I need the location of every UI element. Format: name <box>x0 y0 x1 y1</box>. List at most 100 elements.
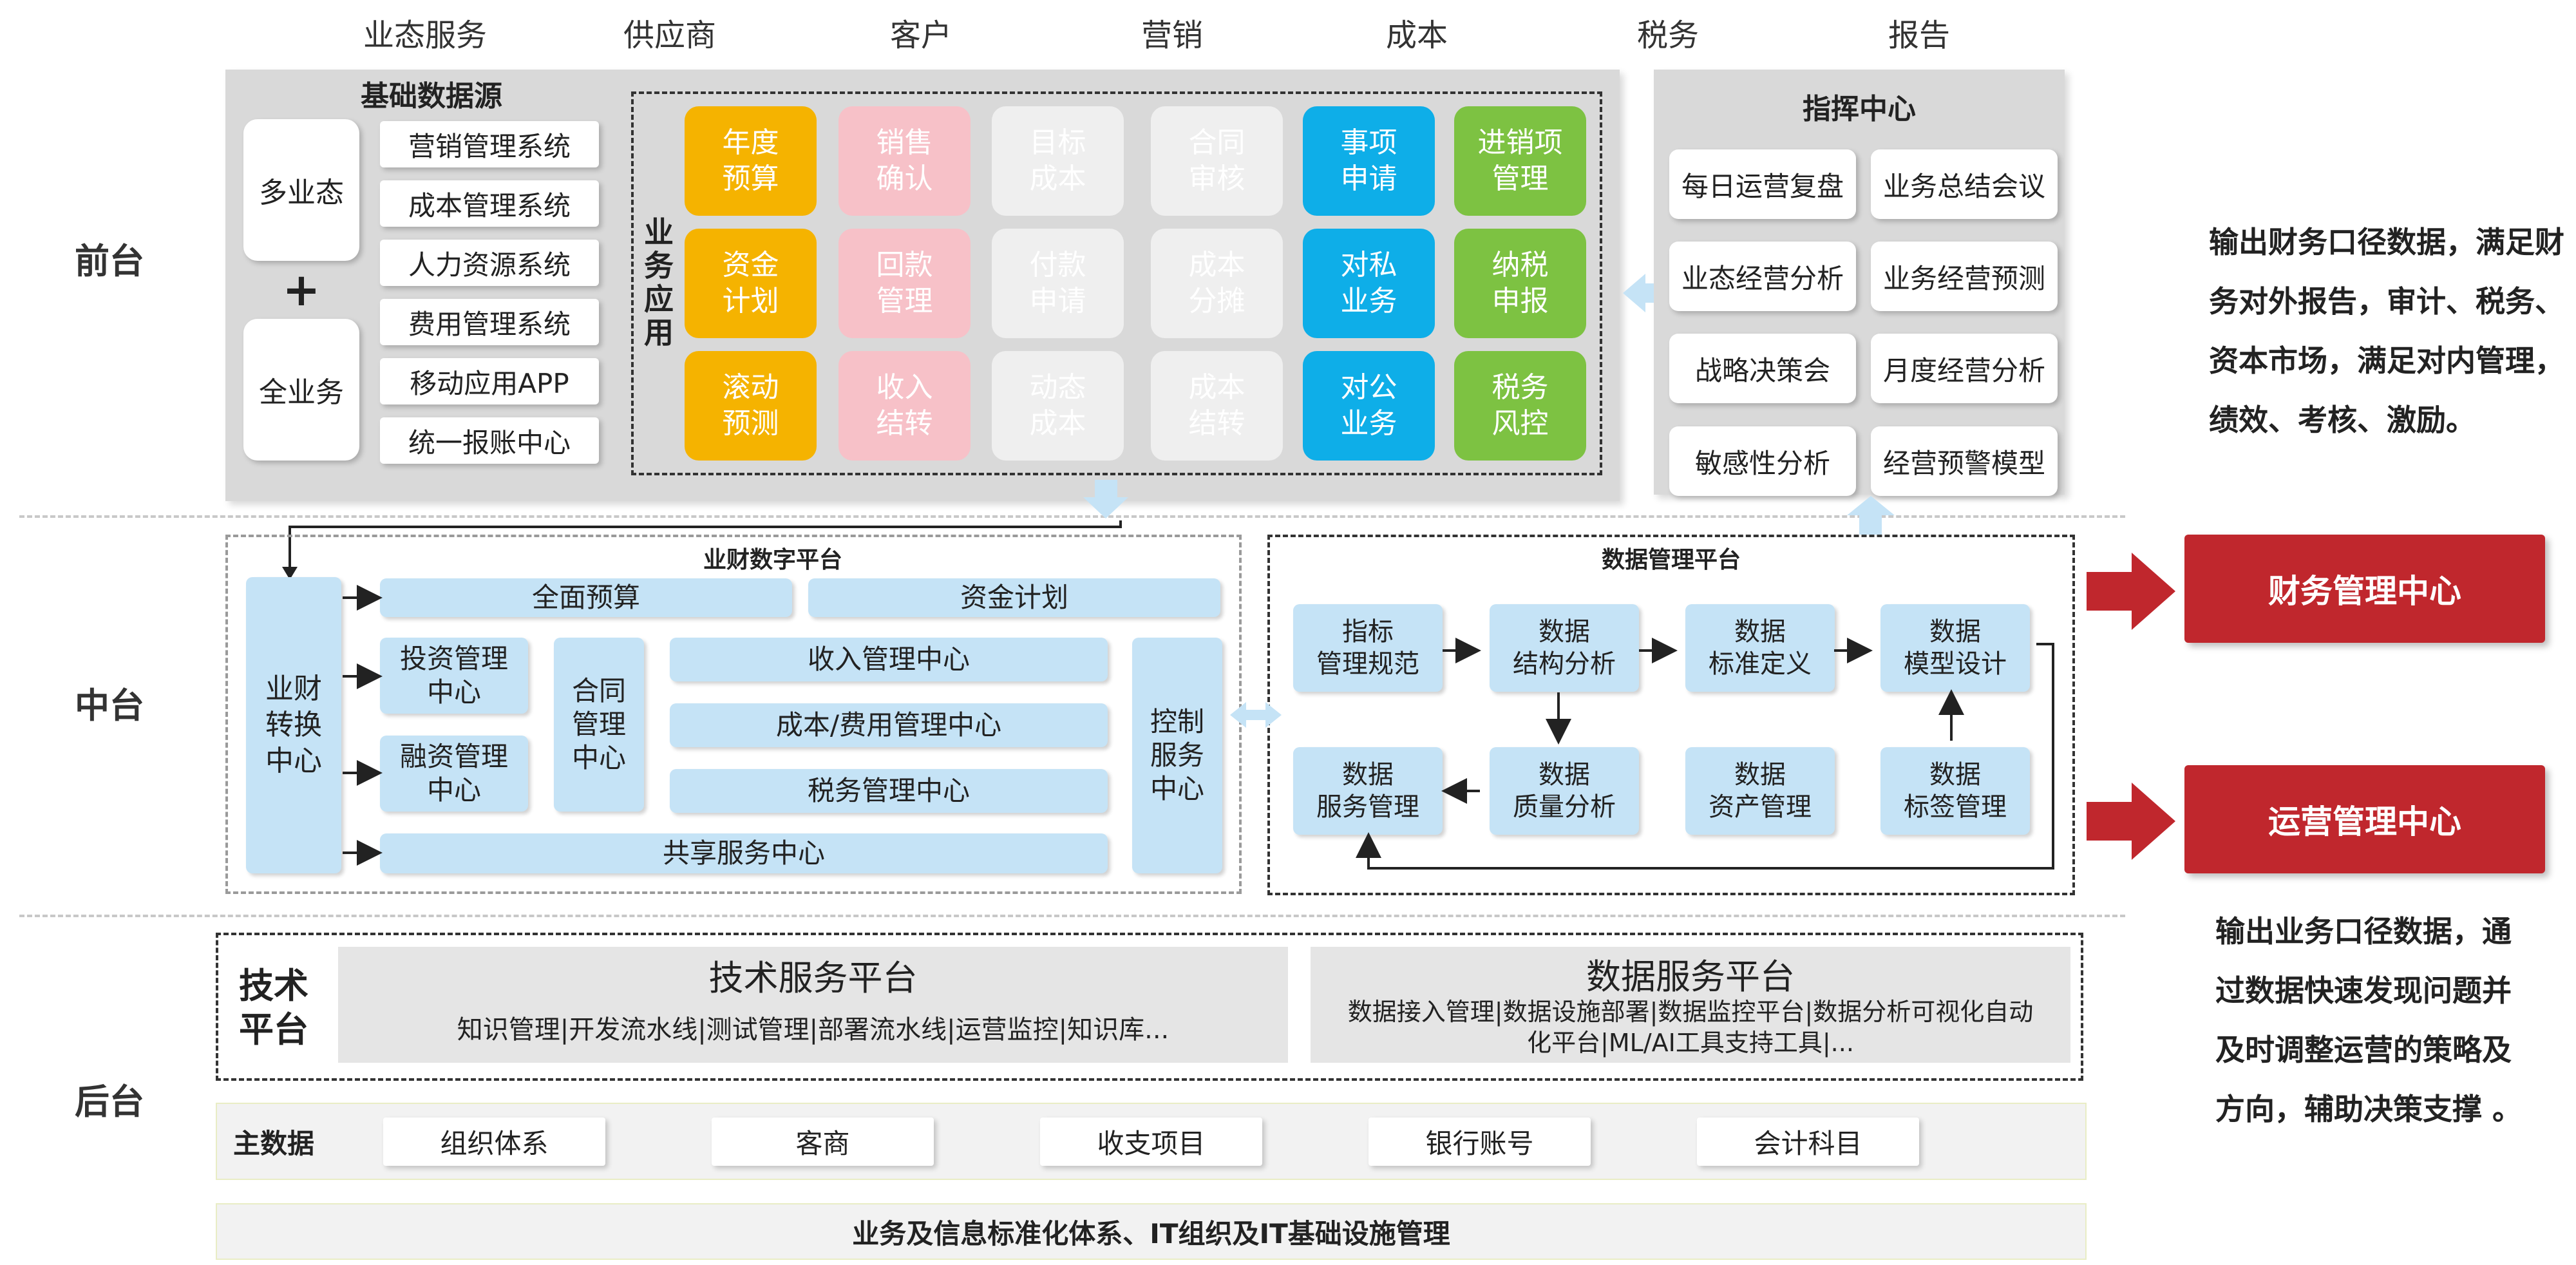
business-apps-label: 业务应用 <box>639 216 674 350</box>
data-node: 数据 标准定义 <box>1685 604 1835 692</box>
top-label-4: 成本 <box>1385 17 1448 53</box>
top-label-0: 业态服务 <box>363 17 487 53</box>
basic-data-title: 基础数据源 <box>361 80 502 113</box>
data-node: 数据 标签管理 <box>1880 747 2030 835</box>
fund-plan-box: 资金计划 <box>808 578 1220 617</box>
business-app-tile: 年度 预算 <box>685 106 817 216</box>
investment-center-box: 投资管理 中心 <box>380 638 528 714</box>
finance-digital-platform-title: 业财数字平台 <box>703 547 842 573</box>
business-app-tile: 目标 成本 <box>992 106 1124 216</box>
income-center-box: 收入管理中心 <box>670 638 1108 681</box>
business-app-tile: 税务 风控 <box>1454 351 1586 461</box>
arrow-right-icon <box>2087 553 2175 630</box>
system-item: 成本管理系统 <box>380 180 599 227</box>
arrow-head-icon <box>282 567 298 580</box>
top-label-3: 营销 <box>1141 17 1203 53</box>
system-item: 费用管理系统 <box>380 299 599 345</box>
master-item: 银行账号 <box>1368 1118 1591 1166</box>
business-app-tile: 合同 审核 <box>1151 106 1283 216</box>
business-app-tile: 动态 成本 <box>992 351 1124 461</box>
tech-service-title: 技术服务平台 <box>708 957 918 998</box>
data-node: 指标 管理规范 <box>1293 604 1443 692</box>
tax-center-box: 税务管理中心 <box>670 769 1108 813</box>
connector-line <box>289 520 1122 572</box>
arrow-right-icon <box>2087 783 2175 860</box>
business-app-tile: 进销项 管理 <box>1454 106 1586 216</box>
tech-service-desc: 知识管理|开发流水线|测试管理|部署流水线|运营监控|知识库... <box>457 1015 1170 1045</box>
finance-output-text: 输出财务口径数据，满足财务对外报告，审计、税务、资本市场，满足对内管理，绩效、考… <box>2209 225 2564 437</box>
card-all-business: 全业务 <box>243 319 359 461</box>
business-app-tile: 收入 结转 <box>838 351 971 461</box>
layer-front: 前台 <box>75 240 144 281</box>
top-label-5: 税务 <box>1636 17 1699 53</box>
business-app-tile: 销售 确认 <box>838 106 971 216</box>
master-data-label: 主数据 <box>232 1128 314 1159</box>
data-service-title: 数据服务平台 <box>1586 956 1795 997</box>
financing-center-box: 融资管理 中心 <box>380 736 528 812</box>
system-item: 人力资源系统 <box>380 240 599 286</box>
business-app-tile: 事项 申请 <box>1303 106 1435 216</box>
command-center-title: 指挥中心 <box>1803 93 1916 126</box>
data-service-desc: 数据接入管理|数据设施部署|数据监控平台|数据分析可视化自动化平台|ML/AI工… <box>1347 998 2034 1057</box>
footer-bar: 业务及信息标准化体系、IT组织及IT基础设施管理 <box>216 1203 2087 1260</box>
system-item: 营销管理系统 <box>380 121 599 167</box>
layer-middle: 中台 <box>75 685 144 726</box>
data-node: 数据 模型设计 <box>1880 604 2030 692</box>
operations-management-center: 运营管理中心 <box>2184 765 2545 873</box>
tech-service-platform <box>338 947 1288 1063</box>
command-item: 经营预警模型 <box>1871 426 2058 496</box>
business-app-tile: 滚动 预测 <box>685 351 817 461</box>
cost-center-box: 成本/费用管理中心 <box>670 703 1108 747</box>
tech-platform-label: 技术 平台 <box>239 965 308 1050</box>
plus-sign: + <box>282 263 321 316</box>
command-item: 业务经营预测 <box>1871 242 2058 311</box>
top-label-2: 客户 <box>889 17 952 53</box>
top-label-6: 报告 <box>1888 17 1950 53</box>
full-budget-box: 全面预算 <box>380 578 792 617</box>
separator-front-middle <box>19 515 2125 518</box>
layer-back: 后台 <box>75 1081 144 1122</box>
tech-platform-frame <box>216 933 2083 1081</box>
master-item: 会计科目 <box>1697 1118 1919 1166</box>
business-output-text: 输出业务口径数据，通过数据快速发现问题并及时调整运营的策略及方向，辅助决策支撑 … <box>2215 914 2523 1127</box>
control-center-box: 控制 服务 中心 <box>1132 638 1222 873</box>
command-item: 业态经营分析 <box>1669 242 1856 311</box>
master-item: 客商 <box>712 1118 934 1166</box>
data-node: 数据 结构分析 <box>1490 604 1639 692</box>
business-apps-frame <box>631 91 1602 475</box>
data-node: 数据 服务管理 <box>1293 747 1443 835</box>
business-app-tile: 成本 结转 <box>1151 351 1283 461</box>
separator-middle-back <box>19 915 2125 917</box>
command-item: 敏感性分析 <box>1669 426 1856 496</box>
business-app-tile: 对私 业务 <box>1303 229 1435 338</box>
data-service-platform <box>1311 947 2070 1063</box>
top-label-1: 供应商 <box>623 17 716 53</box>
shared-service-box: 共享服务中心 <box>380 833 1108 873</box>
business-app-tile: 对公 业务 <box>1303 351 1435 461</box>
command-item: 月度经营分析 <box>1871 334 2058 403</box>
command-item: 每日运营复盘 <box>1669 149 1856 219</box>
card-multi-format: 多业态 <box>243 119 359 261</box>
command-item: 战略决策会 <box>1669 334 1856 403</box>
master-item: 收支项目 <box>1040 1118 1262 1166</box>
data-management-platform-title: 数据管理平台 <box>1601 547 1741 573</box>
system-item: 移动应用APP <box>380 358 599 404</box>
arrow-down-icon <box>1083 480 1128 518</box>
finance-management-center: 财务管理中心 <box>2184 535 2545 643</box>
business-app-tile: 回款 管理 <box>838 229 971 338</box>
business-app-tile: 纳税 申报 <box>1454 229 1586 338</box>
data-node: 数据 质量分析 <box>1490 747 1639 835</box>
command-item: 业务总结会议 <box>1871 149 2058 219</box>
conversion-center: 业财 转换 中心 <box>246 577 341 873</box>
contract-center-box: 合同 管理 中心 <box>554 638 644 812</box>
master-item: 组织体系 <box>383 1118 605 1166</box>
system-item: 统一报账中心 <box>380 417 599 464</box>
business-app-tile: 资金 计划 <box>685 229 817 338</box>
business-app-tile: 付款 申请 <box>992 229 1124 338</box>
double-arrow-icon <box>1230 702 1282 728</box>
arrow-left-icon <box>1623 274 1654 312</box>
arrow-up-icon <box>1847 496 1895 535</box>
business-app-tile: 成本 分摊 <box>1151 229 1283 338</box>
